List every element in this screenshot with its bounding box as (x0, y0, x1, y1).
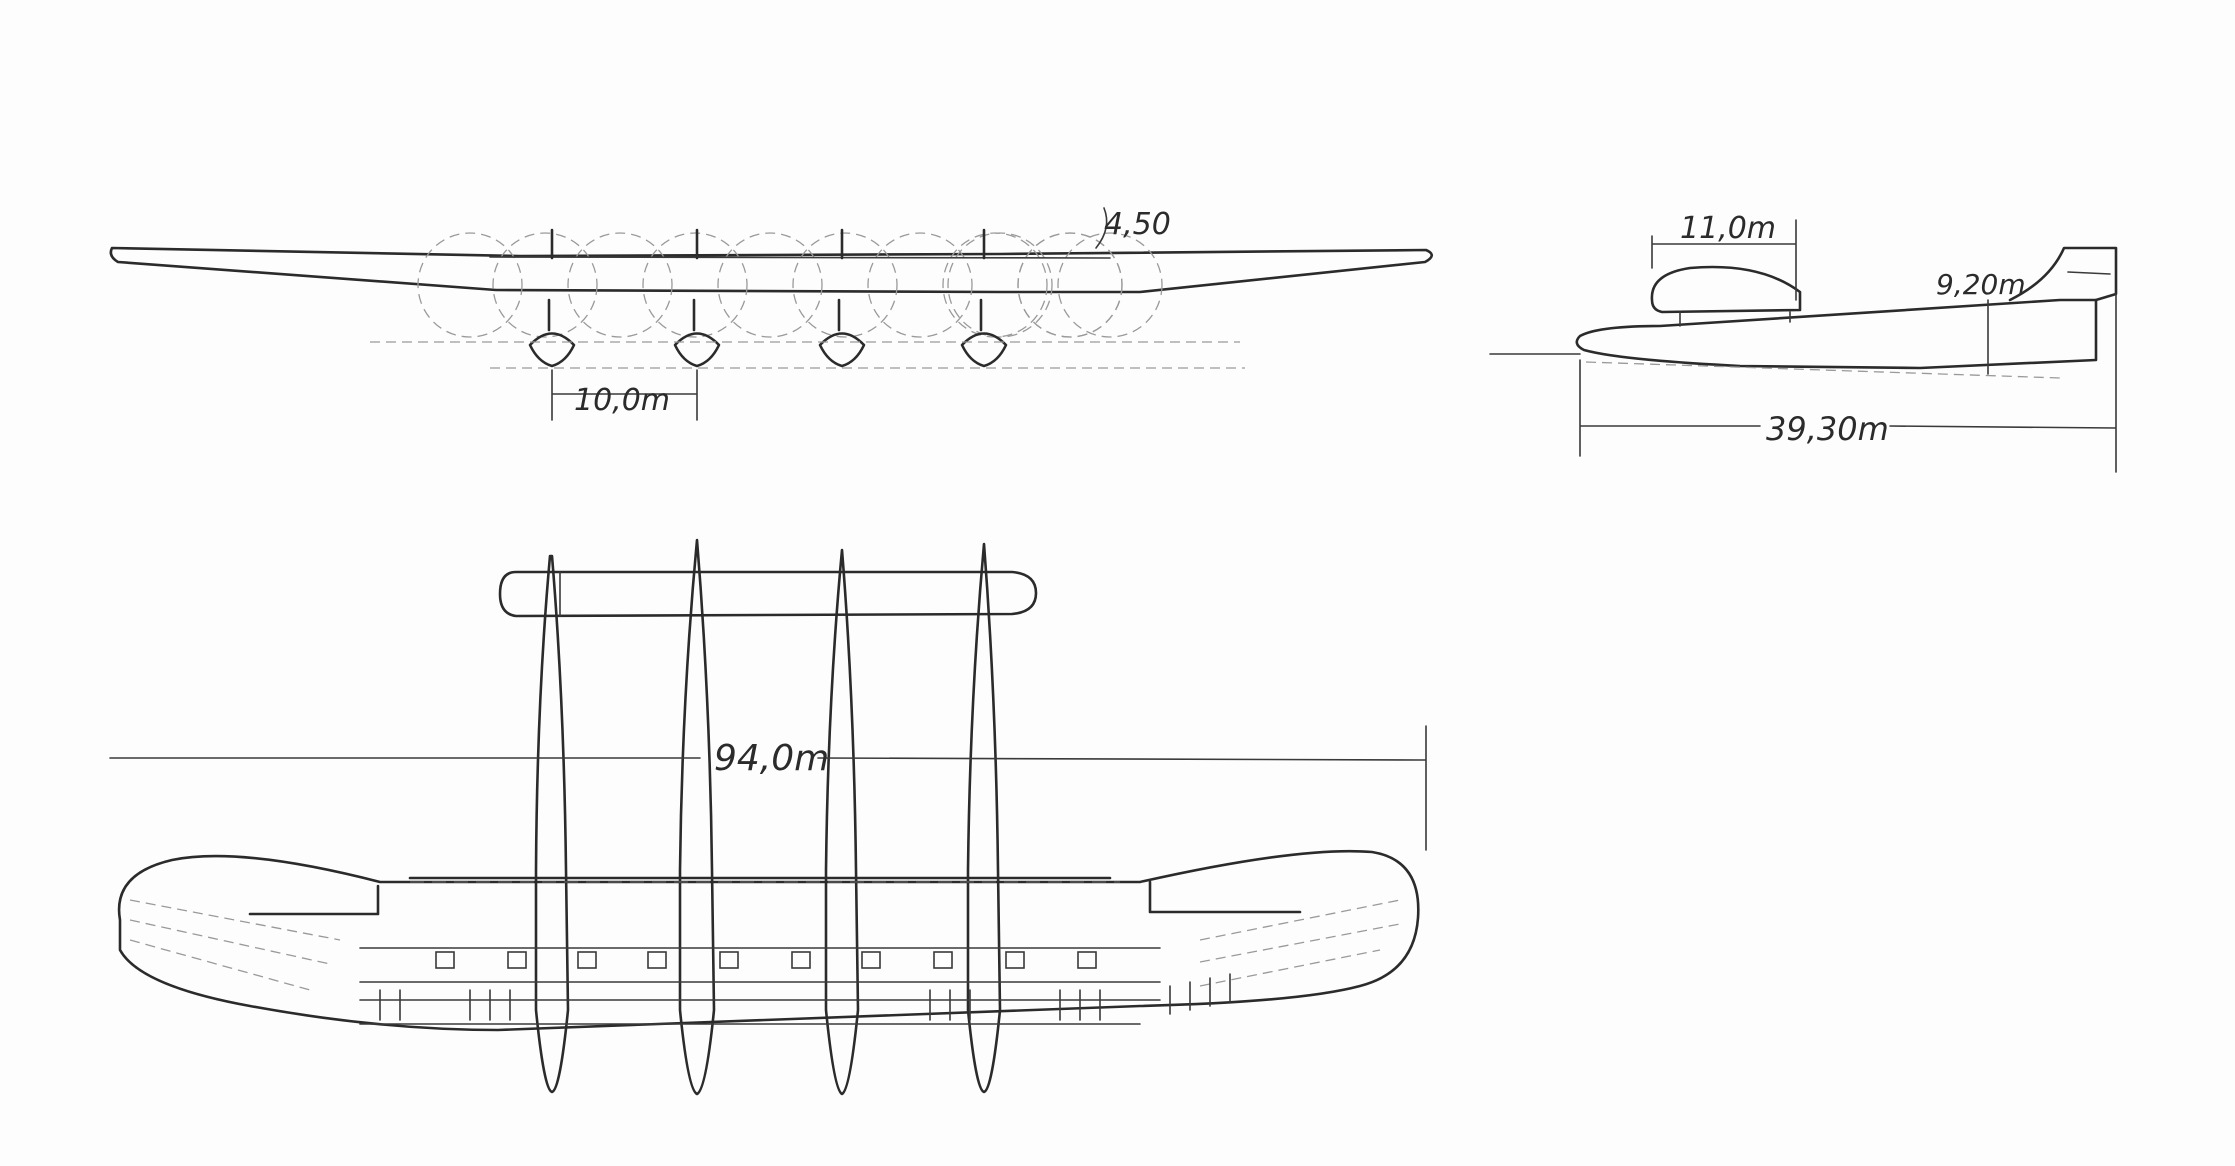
side-view-tail-fin (2008, 246, 2118, 302)
side-view-tail-detail (2067, 271, 2111, 275)
front-view-spar-line (489, 256, 1111, 259)
front-view-wing (109, 246, 1434, 294)
length-label: 39,30m (1766, 410, 1889, 448)
plan-view-windows (435, 951, 1097, 969)
engine-spacing-dimension (551, 369, 698, 421)
plan-view-wing (117, 849, 1420, 1032)
engine-spacing-label: 10,0m (574, 383, 670, 418)
nacelle-length-label: 11,0m (1680, 211, 1776, 246)
front-view-propeller-discs (417, 232, 1163, 338)
plan-view-tailplane (498, 570, 1038, 618)
side-view: 11,0m 9,20m 39,30m (1489, 211, 2118, 473)
front-view-hulls (528, 228, 1008, 368)
nacelle-dimension (1651, 219, 1797, 301)
plan-view-rib-lines (129, 899, 1401, 991)
side-view-nacelle (1650, 265, 1802, 314)
plan-view-wing-panel-right (1148, 880, 1302, 914)
length-dimension (1579, 293, 2117, 473)
plan-view-cabin-rows (359, 947, 1161, 1025)
front-view: 10,0m 4,50 (109, 207, 1434, 421)
tail-height-label: 9,20m (1936, 268, 2026, 301)
side-view-hull (1575, 298, 2098, 370)
propeller-dim-label: 4,50 (1104, 207, 1171, 242)
propeller-dim-leader (1095, 207, 1108, 249)
plan-view-frames (379, 973, 1231, 1021)
plan-view-wing-panel-left (248, 884, 380, 916)
plan-view-hulls (534, 538, 1002, 1096)
side-view-nacelle-strut (1679, 311, 1791, 327)
span-label: 94,0m (714, 738, 829, 779)
plan-view: 94,0m (109, 538, 1427, 1096)
span-dimension (109, 725, 1427, 851)
